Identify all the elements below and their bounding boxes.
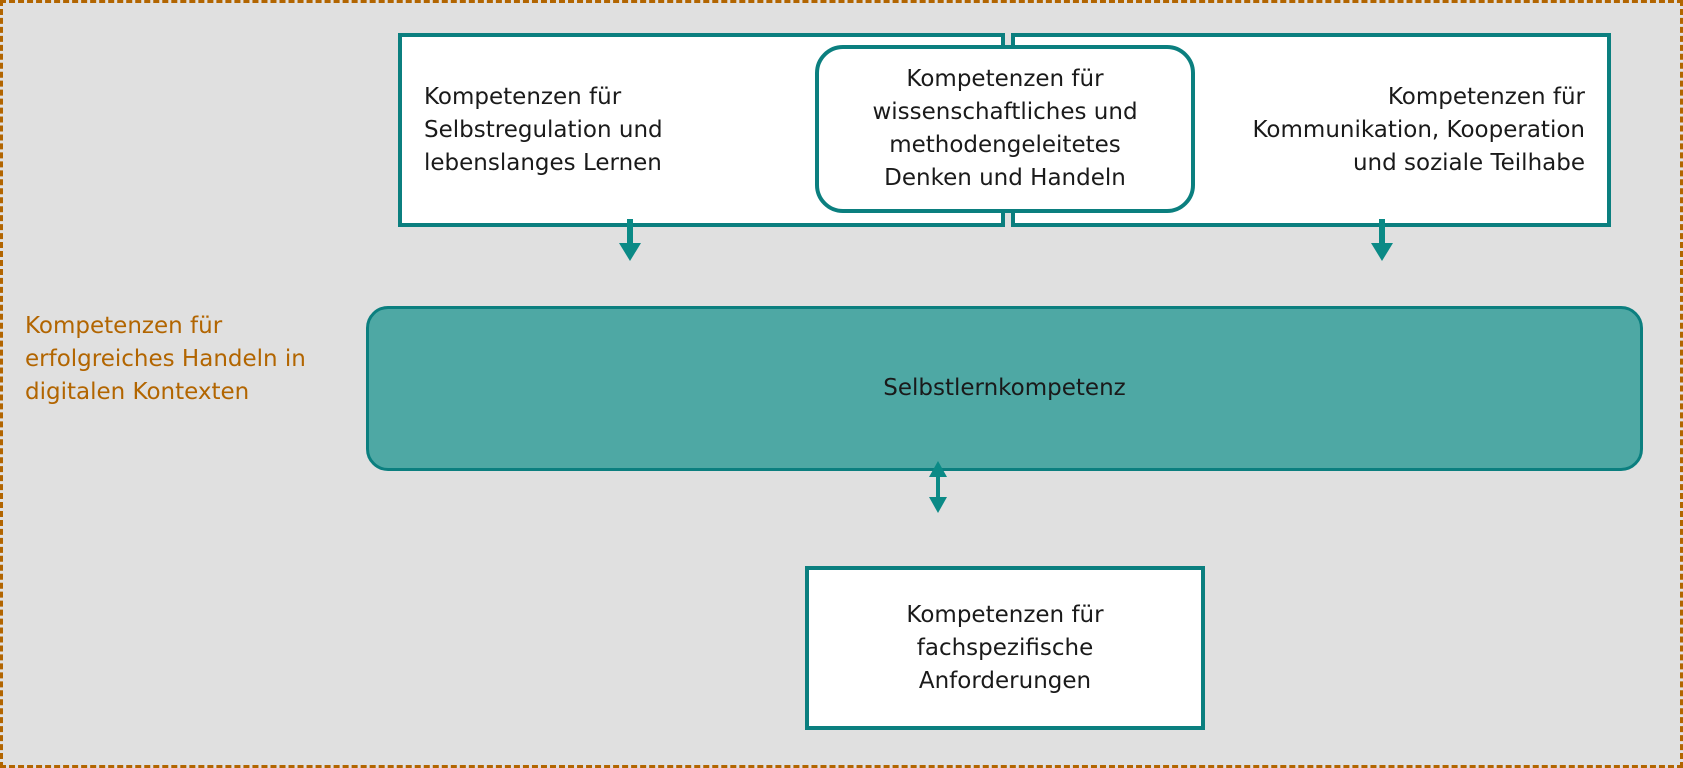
- competency-box-scientific-methodical[interactable]: Kompetenzen für wissenschaftliches und m…: [815, 45, 1195, 213]
- arrow-down-icon-left: [619, 219, 641, 261]
- diagram-caption: Kompetenzen für erfolgreiches Handeln in…: [25, 313, 306, 405]
- arrow-down-icon-right: [1371, 219, 1393, 261]
- arrow-bidirectional-icon: [929, 461, 947, 513]
- competency-box-subject-specific-label: Kompetenzen für fachspezifische Anforder…: [906, 601, 1104, 694]
- selbstlernkompetenz-bar[interactable]: Selbstlernkompetenz: [366, 306, 1643, 471]
- competency-box-communication-cooperation-label: Kompetenzen für Kommunikation, Kooperati…: [1252, 83, 1586, 176]
- competency-box-subject-specific[interactable]: Kompetenzen für fachspezifische Anforder…: [805, 566, 1205, 730]
- competency-box-self-regulation-label: Kompetenzen für Selbstregulation und leb…: [424, 83, 663, 176]
- selbstlernkompetenz-label: Selbstlernkompetenz: [883, 375, 1126, 401]
- competency-box-scientific-methodical-label: Kompetenzen für wissenschaftliches und m…: [872, 66, 1138, 191]
